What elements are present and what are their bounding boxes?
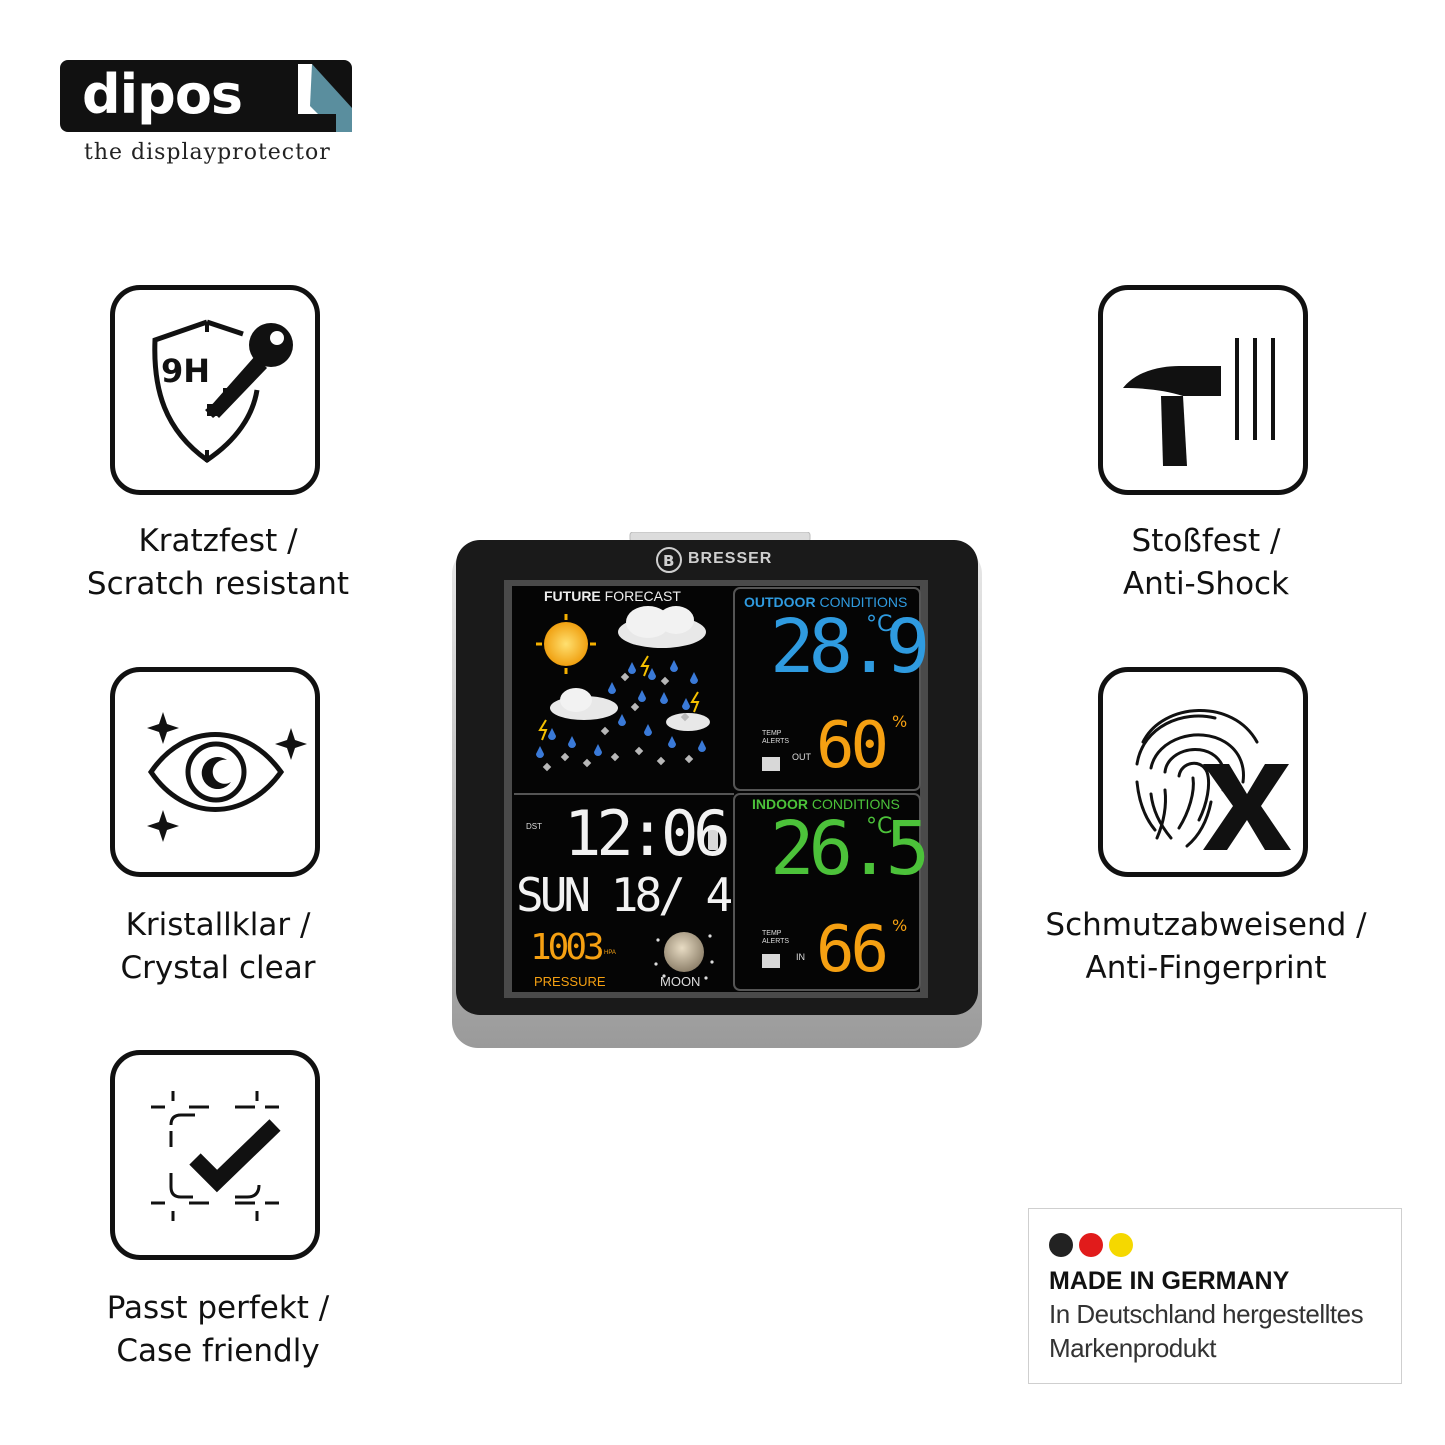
hammer-icon xyxy=(1123,338,1275,466)
caption-scratch: Kratzfest / Scratch resistant xyxy=(8,520,428,606)
outdoor-out-label: OUT xyxy=(792,752,811,762)
outdoor-humidity: 60 xyxy=(816,709,889,783)
caption-shock-de: Stoßfest / xyxy=(1131,523,1281,559)
svg-text:9H: 9H xyxy=(161,352,210,390)
indoor-temp-unit: °C xyxy=(866,814,893,839)
brand-tagline: the displayprotector xyxy=(84,140,331,165)
forecast-label-bold: FUTURE xyxy=(544,588,601,604)
outdoor-humidity-unit: % xyxy=(892,712,908,731)
caption-fingerprint-en: Anti-Fingerprint xyxy=(1085,950,1327,986)
outdoor-temperature: 28.9 xyxy=(770,604,930,690)
indoor-label: INDOOR CONDITIONS xyxy=(752,796,900,812)
frame-check-icon xyxy=(151,1091,281,1221)
caption-shock: Stoßfest / Anti-Shock xyxy=(996,520,1416,606)
indoor-label-rest: CONDITIONS xyxy=(811,796,900,812)
logo-fold-icon xyxy=(298,64,352,132)
made-in-germany-badge: MADE IN GERMANY In Deutschland hergestel… xyxy=(1028,1208,1402,1384)
made-in-germany-line2: Markenprodukt xyxy=(1049,1333,1216,1363)
indoor-temperature: 26.5 xyxy=(770,806,930,892)
made-in-germany-title: MADE IN GERMANY xyxy=(1049,1267,1290,1295)
forecast-label-rest: FORECAST xyxy=(604,588,681,604)
clock-date: SUN 18/ 4 xyxy=(516,868,733,922)
indoor-alerts-label: TEMP ALERTS xyxy=(762,930,790,945)
caption-case-de: Passt perfekt / xyxy=(106,1290,330,1326)
indoor-humidity-unit: % xyxy=(892,916,908,935)
caption-scratch-en: Scratch resistant xyxy=(86,566,350,602)
outdoor-alerts-label: TEMP ALERTS xyxy=(762,730,790,745)
fingerprint-x-icon xyxy=(1135,709,1291,850)
pressure-label: PRESSURE xyxy=(534,974,606,989)
caption-clear: Kristallklar / Crystal clear xyxy=(8,904,428,990)
feature-tile-fingerprint xyxy=(1098,667,1308,877)
caption-clear-en: Crystal clear xyxy=(120,950,316,986)
feature-tile-shock xyxy=(1098,285,1308,495)
pressure-unit: HPA xyxy=(604,950,616,956)
flag-dot-red xyxy=(1079,1233,1103,1257)
caption-clear-de: Kristallklar / xyxy=(125,907,311,943)
indoor-label-bold: INDOOR xyxy=(752,796,808,812)
made-in-germany-line1: In Deutschland hergestelltes xyxy=(1049,1299,1364,1329)
eye-sparkle-icon xyxy=(147,712,307,842)
indoor-humidity: 66 xyxy=(816,913,889,987)
clock-time: 12:06 xyxy=(564,797,731,870)
caption-case: Passt perfekt / Case friendly xyxy=(8,1287,428,1373)
weather-station-illustration: B xyxy=(452,532,982,1048)
caption-fingerprint: Schmutzabweisend / Anti-Fingerprint xyxy=(996,904,1416,990)
shield-key-icon: 9H xyxy=(152,319,293,464)
brand-logo: dipos xyxy=(60,60,355,135)
weather-station: B xyxy=(452,532,982,1050)
outdoor-label-bold: OUTDOOR xyxy=(744,594,816,610)
dst-label: DST xyxy=(526,822,542,831)
forecast-label: FUTURE FORECAST xyxy=(544,588,681,604)
caption-shock-en: Anti-Shock xyxy=(1122,566,1290,602)
device-brand: BRESSER xyxy=(688,550,773,567)
outdoor-temp-unit: °C xyxy=(866,612,893,637)
feature-tile-scratch: 9H xyxy=(110,285,320,495)
caption-fingerprint-de: Schmutzabweisend / xyxy=(1045,907,1367,943)
pressure-value: 1003 xyxy=(530,927,605,968)
feature-tile-case xyxy=(110,1050,320,1260)
feature-tile-clear xyxy=(110,667,320,877)
outdoor-label: OUTDOOR CONDITIONS xyxy=(744,594,907,610)
flag-dot-gold xyxy=(1109,1233,1133,1257)
moon-label: MOON xyxy=(660,974,701,989)
caption-scratch-de: Kratzfest / xyxy=(138,523,298,559)
caption-case-en: Case friendly xyxy=(116,1333,320,1369)
outdoor-label-rest: CONDITIONS xyxy=(819,594,908,610)
logo-wordmark: dipos xyxy=(82,63,243,126)
indoor-in-label: IN xyxy=(796,952,805,962)
flag-dot-black xyxy=(1049,1233,1073,1257)
svg-text:B: B xyxy=(663,552,674,570)
